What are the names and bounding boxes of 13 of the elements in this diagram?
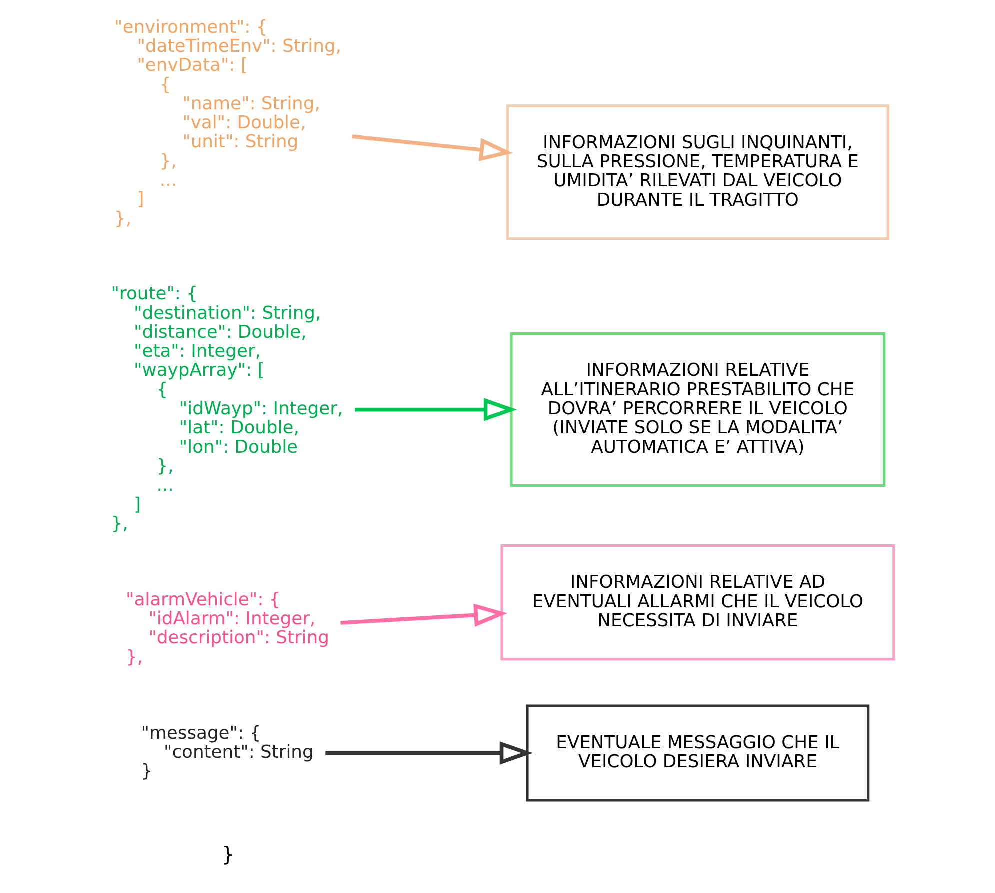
node-box: INFORMAZIONI RELATIVE ALL’ITINERARIO PRESTABILITO CHE DOVRA’ PERCORRERE IL VEICOLO (INVIATE SOLO SE LA MODALITA’ AUTOMATICA E’ ATTIVA) xyxy=(510,332,886,488)
arrow xyxy=(355,398,518,422)
arrow xyxy=(340,604,508,627)
label: } xyxy=(222,842,235,866)
node-text: "environment": { "dateTimeEnv": String, "envData": [ { "name": String, "val": Double, "unit": String }, ... ] }, xyxy=(114,16,342,230)
node-box: INFORMAZIONI SUGLI INQUINANTI, SULLA PRESSIONE, TEMPERATURA E UMIDITA’ RILEVATI DAL VEICOLO DURANTE IL TRAGITTO xyxy=(506,104,890,240)
node-box: INFORMAZIONI RELATIVE AD EVENTUALI ALLARMI CHE IL VEICOLO NECESSITA DI INVIARE xyxy=(500,544,896,661)
arrow xyxy=(326,742,534,765)
arrow xyxy=(352,134,514,162)
node-text: "message": { "content": String } xyxy=(141,722,314,782)
node-text: "alarmVehicle": { "idAlarm": Integer, "description": String }, xyxy=(126,589,330,668)
node-box: EVENTUALE MESSAGGIO CHE IL VEICOLO DESIERA INVIARE xyxy=(526,704,870,802)
node-text: "route": { "destination": String, "distance": Double, "eta": Integer, "waypArray": [ { "idWayp": Integer, "lat": Double, "lon": Double }, ... ] }, xyxy=(111,284,344,534)
